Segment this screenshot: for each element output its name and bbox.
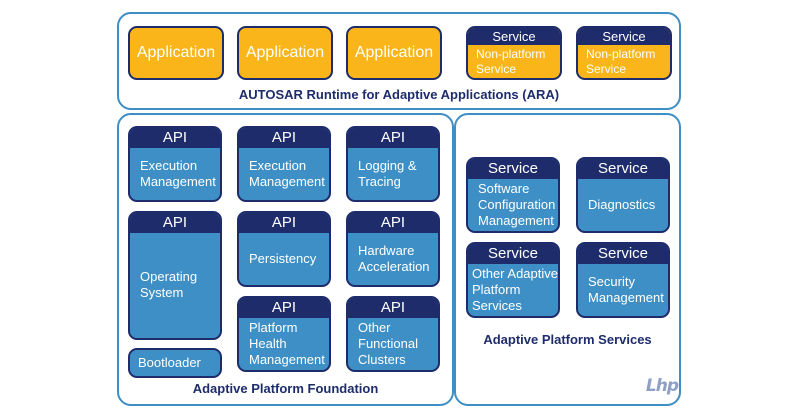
logging-tracing-box: API Logging & Tracing	[346, 126, 440, 202]
service-line: Non-platform	[586, 47, 656, 61]
api-header: API	[239, 128, 329, 148]
application-label: Application	[354, 44, 434, 61]
foundation-label: Adaptive Platform Foundation	[192, 381, 379, 396]
box-line: Platform	[249, 320, 298, 335]
operating-system-box: API Operating System	[128, 211, 222, 340]
hardware-acceleration-box: API Hardware Acceleration	[346, 211, 440, 287]
service-line: Service	[476, 62, 517, 76]
box-line: Security	[588, 274, 635, 289]
api-header: API	[348, 128, 438, 148]
box-line: Hardware	[358, 243, 415, 258]
platform-health-box: API Platform Health Management	[237, 296, 331, 372]
service-header: Service	[468, 159, 558, 179]
box-line: Acceleration	[358, 259, 430, 274]
execution-management-box-2: API Execution Management	[237, 126, 331, 202]
api-header: API	[348, 213, 438, 233]
diagnostics-box: Service Diagnostics	[576, 157, 670, 233]
company-logo: Lhp	[645, 376, 679, 396]
box-line: Functional	[358, 336, 418, 351]
other-adaptive-services-box: Service Other Adaptive Platform Services	[466, 242, 560, 318]
box-line: Management	[140, 174, 216, 189]
box-line: Other Adaptive	[472, 266, 558, 281]
box-line: Configuration	[478, 197, 556, 212]
box-line: Management	[249, 174, 325, 189]
application-box-2: Application	[237, 26, 333, 80]
non-platform-service-1: Service Non-platform Service	[466, 26, 562, 80]
software-configuration-box: Service Software Configuration Managemen…	[466, 157, 560, 233]
api-header: API	[130, 128, 220, 148]
service-header: Service	[578, 159, 668, 179]
box-line: Execution	[140, 158, 198, 173]
api-header: API	[348, 298, 438, 318]
api-header: API	[130, 213, 220, 233]
ara-label: AUTOSAR Runtime for Adaptive Application…	[238, 87, 560, 102]
box-line: Operating	[140, 269, 198, 284]
box-line: Health	[249, 336, 287, 351]
non-platform-service-2: Service Non-platform Service	[576, 26, 672, 80]
box-line: Clusters	[358, 352, 406, 367]
service-line: Service	[586, 62, 627, 76]
box-line: Diagnostics	[588, 197, 656, 212]
box-line: Services	[472, 298, 522, 313]
box-line: Management	[478, 213, 554, 228]
service-header: Service	[468, 28, 560, 45]
box-line: Tracing	[358, 174, 401, 189]
application-box-3: Application	[346, 26, 442, 80]
bootloader-box: Bootloader	[128, 348, 222, 378]
box-line: Persistency	[249, 251, 317, 266]
execution-management-box: API Execution Management	[128, 126, 222, 202]
box-line: Management	[249, 352, 325, 367]
service-line: Non-platform	[476, 47, 546, 61]
other-functional-clusters-box: API Other Functional Clusters	[346, 296, 440, 372]
service-header: Service	[578, 244, 668, 264]
box-line: Other	[358, 320, 391, 335]
box-line: Management	[588, 290, 664, 305]
application-box-1: Application	[128, 26, 224, 80]
service-header: Service	[468, 244, 558, 264]
persistency-box: API Persistency	[237, 211, 331, 287]
box-line: Software	[478, 181, 530, 196]
box-line: Logging &	[358, 158, 417, 173]
box-line: Execution	[249, 158, 307, 173]
box-line: Platform	[472, 282, 521, 297]
box-line: System	[140, 285, 184, 300]
application-label: Application	[245, 44, 325, 61]
api-header: API	[239, 213, 329, 233]
box-line: Bootloader	[138, 355, 201, 370]
application-label: Application	[136, 44, 216, 61]
services-label: Adaptive Platform Services	[483, 332, 652, 347]
service-header: Service	[578, 28, 670, 45]
security-management-box: Service Security Management	[576, 242, 670, 318]
api-header: API	[239, 298, 329, 318]
